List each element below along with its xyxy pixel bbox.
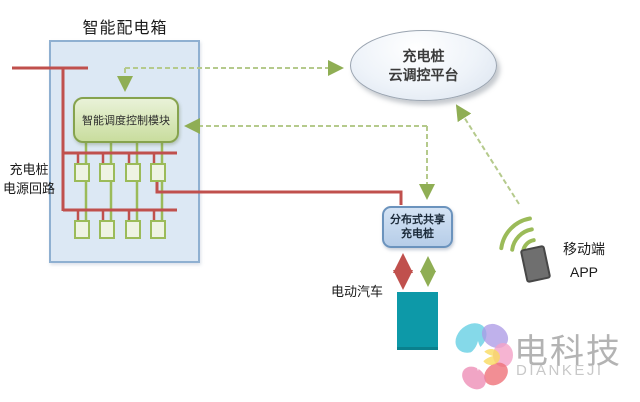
power-loop-label: 充电桩 电源回路 <box>0 160 58 198</box>
power-loop-label-line2: 电源回路 <box>2 181 55 196</box>
cloud-platform: 充电桩 云调控平台 <box>350 30 497 101</box>
power-loop-label-line1: 充电桩 <box>9 162 49 177</box>
shared-pile-line2: 充电桩 <box>401 228 434 240</box>
shared-charging-pile: 分布式共享 充电桩 <box>382 206 453 248</box>
app-to-cloud-link <box>455 104 520 205</box>
cloud-platform-line2: 云调控平台 <box>388 66 459 83</box>
wifi-signal-icon <box>499 216 536 254</box>
diankeji-logo-icon <box>455 323 513 390</box>
cloud-platform-line1: 充电桩 <box>402 47 445 64</box>
distribution-box <box>49 40 200 263</box>
ev-block <box>397 292 438 350</box>
mobile-app-label: 移动端 APP <box>556 241 612 281</box>
logo-text-en: DIANKEJI <box>516 362 604 379</box>
logo-text-cn: 电科技 <box>514 333 622 371</box>
mobile-app-line2: APP <box>569 264 598 280</box>
mobile-app-line1: 移动端 <box>563 241 605 257</box>
shared-pile-line1: 分布式共享 <box>390 214 445 226</box>
distribution-box-title: 智能配电箱 <box>82 20 168 37</box>
scheduling-module: 智能调度控制模块 <box>73 97 179 143</box>
ev-label: 电动汽车 <box>331 284 384 299</box>
diankeji-logo <box>452 318 638 398</box>
phone-icon <box>519 244 552 284</box>
